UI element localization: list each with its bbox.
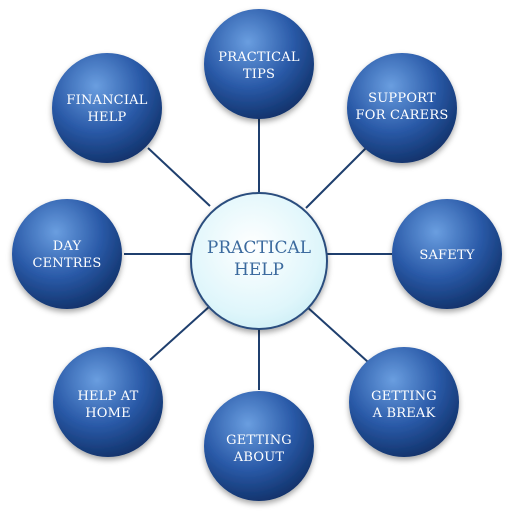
node-label-line1: DAY <box>53 239 82 254</box>
node-safety: SAFETY <box>392 199 502 309</box>
node-label-line2: CENTRES <box>32 256 101 271</box>
node-label-line1: SUPPORT <box>368 91 436 106</box>
node-label-line2: A BREAK <box>372 406 436 421</box>
node-label-line1: PRACTICAL <box>218 50 300 65</box>
node-label-line2: HOME <box>85 406 131 421</box>
node-label-line2: ABOUT <box>233 450 285 465</box>
connector-help-at-home <box>149 305 211 361</box>
node-day-centres: DAY CENTRES <box>12 199 122 309</box>
node-label-line2: FOR CARERS <box>356 108 449 123</box>
hub-label-line1: PRACTICAL <box>207 238 311 258</box>
node-label-line2: HELP <box>87 110 126 125</box>
hub-node: PRACTICAL HELP <box>190 192 328 330</box>
node-label-line1: FINANCIAL <box>66 93 147 108</box>
node-label-line2: TIPS <box>243 67 275 82</box>
node-label-line1: SAFETY <box>419 248 474 263</box>
node-practical-tips: PRACTICAL TIPS <box>204 9 314 119</box>
node-label-line1: HELP AT <box>77 389 138 404</box>
node-getting-a-break: GETTING A BREAK <box>349 347 459 457</box>
node-label-line1: GETTING <box>226 433 292 448</box>
node-getting-about: GETTING ABOUT <box>204 391 314 501</box>
node-label-line1: GETTING <box>371 389 437 404</box>
connector-getting-a-break <box>305 305 369 363</box>
node-help-at-home: HELP AT HOME <box>53 347 163 457</box>
hub-label-line2: HELP <box>234 260 284 280</box>
node-financial-help: FINANCIAL HELP <box>52 53 162 163</box>
connector-financial-help <box>147 147 211 207</box>
node-support-for-carers: SUPPORT FOR CARERS <box>347 53 457 163</box>
connectors <box>124 118 392 390</box>
connector-support-for-carers <box>305 147 367 209</box>
